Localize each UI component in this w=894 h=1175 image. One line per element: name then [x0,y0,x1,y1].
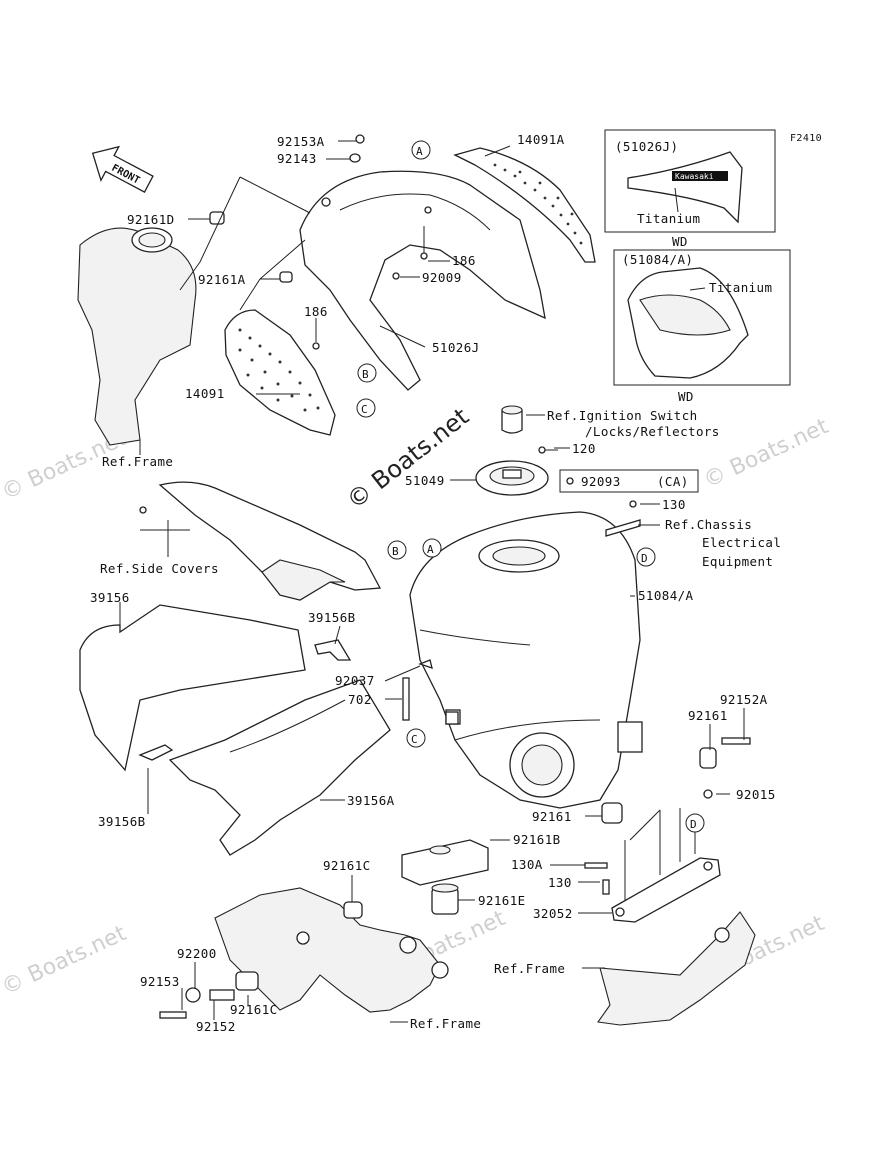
watermark-bottom-left: © Boats.net [0,921,131,1001]
inset-51084a: (51084/A) Titanium WD [613,249,791,404]
inset-1-part: (51026J) [615,139,678,154]
label-92152: 92152 [196,1019,236,1034]
bracket-39156b-bottom [138,744,174,761]
ignition-cylinder [501,405,523,434]
inset-2-part: (51084/A) [622,252,693,267]
label-ref-frame-1: Ref.Frame [102,454,173,469]
label-ref-chassis-3: Equipment [702,554,773,569]
watermark-right: © Boats.net [700,414,833,494]
label-92161c: 92161C [323,858,371,873]
callout-d-top: D [636,547,656,567]
svg-text:A: A [427,543,434,556]
label-51084a: 51084/A [638,588,694,603]
label-92015: 92015 [736,787,776,802]
callout-c-top: C [356,398,376,418]
label-92143: 92143 [277,151,317,166]
callout-b-mid: B [387,540,407,560]
label-ref-side-covers: Ref.Side Covers [100,561,219,576]
rubber-92161b [401,839,489,886]
inset-1-variant: WD [672,234,688,249]
label-92161c-bottom: 92161C [230,1002,278,1017]
label-120: 120 [572,441,596,456]
frame-upper-left [77,227,197,455]
label-ref-ignition-1: Ref.Ignition Switch [547,408,698,423]
callout-c-mid: C [406,728,426,748]
heat-shield-39156a [168,679,391,856]
label-92161b: 92161B [513,832,561,847]
inset-2-variant: WD [678,389,694,404]
fuel-tank-51084a [409,511,643,809]
label-92153: 92153 [140,974,180,989]
label-39156: 39156 [90,590,130,605]
kawasaki-logo: Kawasaki [675,172,714,181]
watermark-center: © Boats.net [341,403,474,515]
label-51026j: 51026J [432,340,480,355]
label-ref-chassis-1: Ref.Chassis [665,517,752,532]
label-92152a: 92152A [720,692,768,707]
label-14091a: 14091A [517,132,565,147]
bracket-39156b-top [314,639,352,661]
label-92161e: 92161E [478,893,526,908]
side-cover [158,481,382,601]
label-92093: 92093 [581,474,621,489]
frame-lower-right [597,911,756,1026]
frame-lower-left [214,887,449,1013]
label-92161d: 92161D [127,212,175,227]
label-92200: 92200 [177,946,217,961]
callout-b-top: B [357,363,377,383]
label-ca: (CA) [657,474,689,489]
inset-2-note: Titanium [709,280,772,295]
svg-text:C: C [411,733,418,746]
label-92037: 92037 [335,673,375,688]
svg-text:A: A [416,145,423,158]
label-130-bottom: 130 [548,875,572,890]
fasteners [139,134,751,1019]
callout-d-bottom: D [685,813,705,833]
label-51049: 51049 [405,473,445,488]
label-32052: 32052 [533,906,573,921]
label-92009: 92009 [422,270,462,285]
inset-51026j: (51026J) Kawasaki Titanium WD [604,129,776,249]
label-130-top: 130 [662,497,686,512]
label-92161-right: 92161 [688,708,728,723]
tank-cover-51026j [299,170,546,391]
svg-text:C: C [361,403,368,416]
label-ref-frame-3: Ref.Frame [410,1016,481,1031]
front-arrow-icon: FRONT [91,145,154,193]
label-14091: 14091 [185,386,225,401]
label-39156a: 39156A [347,793,395,808]
bracket-32052 [611,857,721,923]
label-186-top: 186 [452,253,476,268]
label-ref-chassis-2: Electrical [702,535,781,550]
figure-code: F2410 [790,133,822,144]
label-130a: 130A [511,857,543,872]
svg-text:B: B [362,368,369,381]
svg-text:D: D [690,818,697,831]
svg-text:D: D [641,552,648,565]
label-ref-ignition-2: /Locks/Reflectors [585,424,720,439]
heat-shield-39156 [79,604,306,772]
grille-14091a [453,147,596,263]
rubber-92161e [431,883,459,915]
label-92153a: 92153A [277,134,325,149]
grille-14091 [224,309,336,436]
label-186-mid: 186 [304,304,328,319]
callout-a-mid: A [422,538,442,558]
label-702: 702 [348,692,372,707]
label-92161-mid: 92161 [532,809,572,824]
label-39156b-top: 39156B [308,610,356,625]
label-92161a: 92161A [198,272,246,287]
svg-text:B: B [392,545,399,558]
box-92093-ca [559,469,699,493]
label-ref-frame-2: Ref.Frame [494,961,565,976]
inset-1-note: Titanium [637,211,700,226]
callout-a-top: A [411,140,431,160]
label-39156b-bottom: 39156B [98,814,146,829]
fuel-cap-51049 [475,460,549,496]
